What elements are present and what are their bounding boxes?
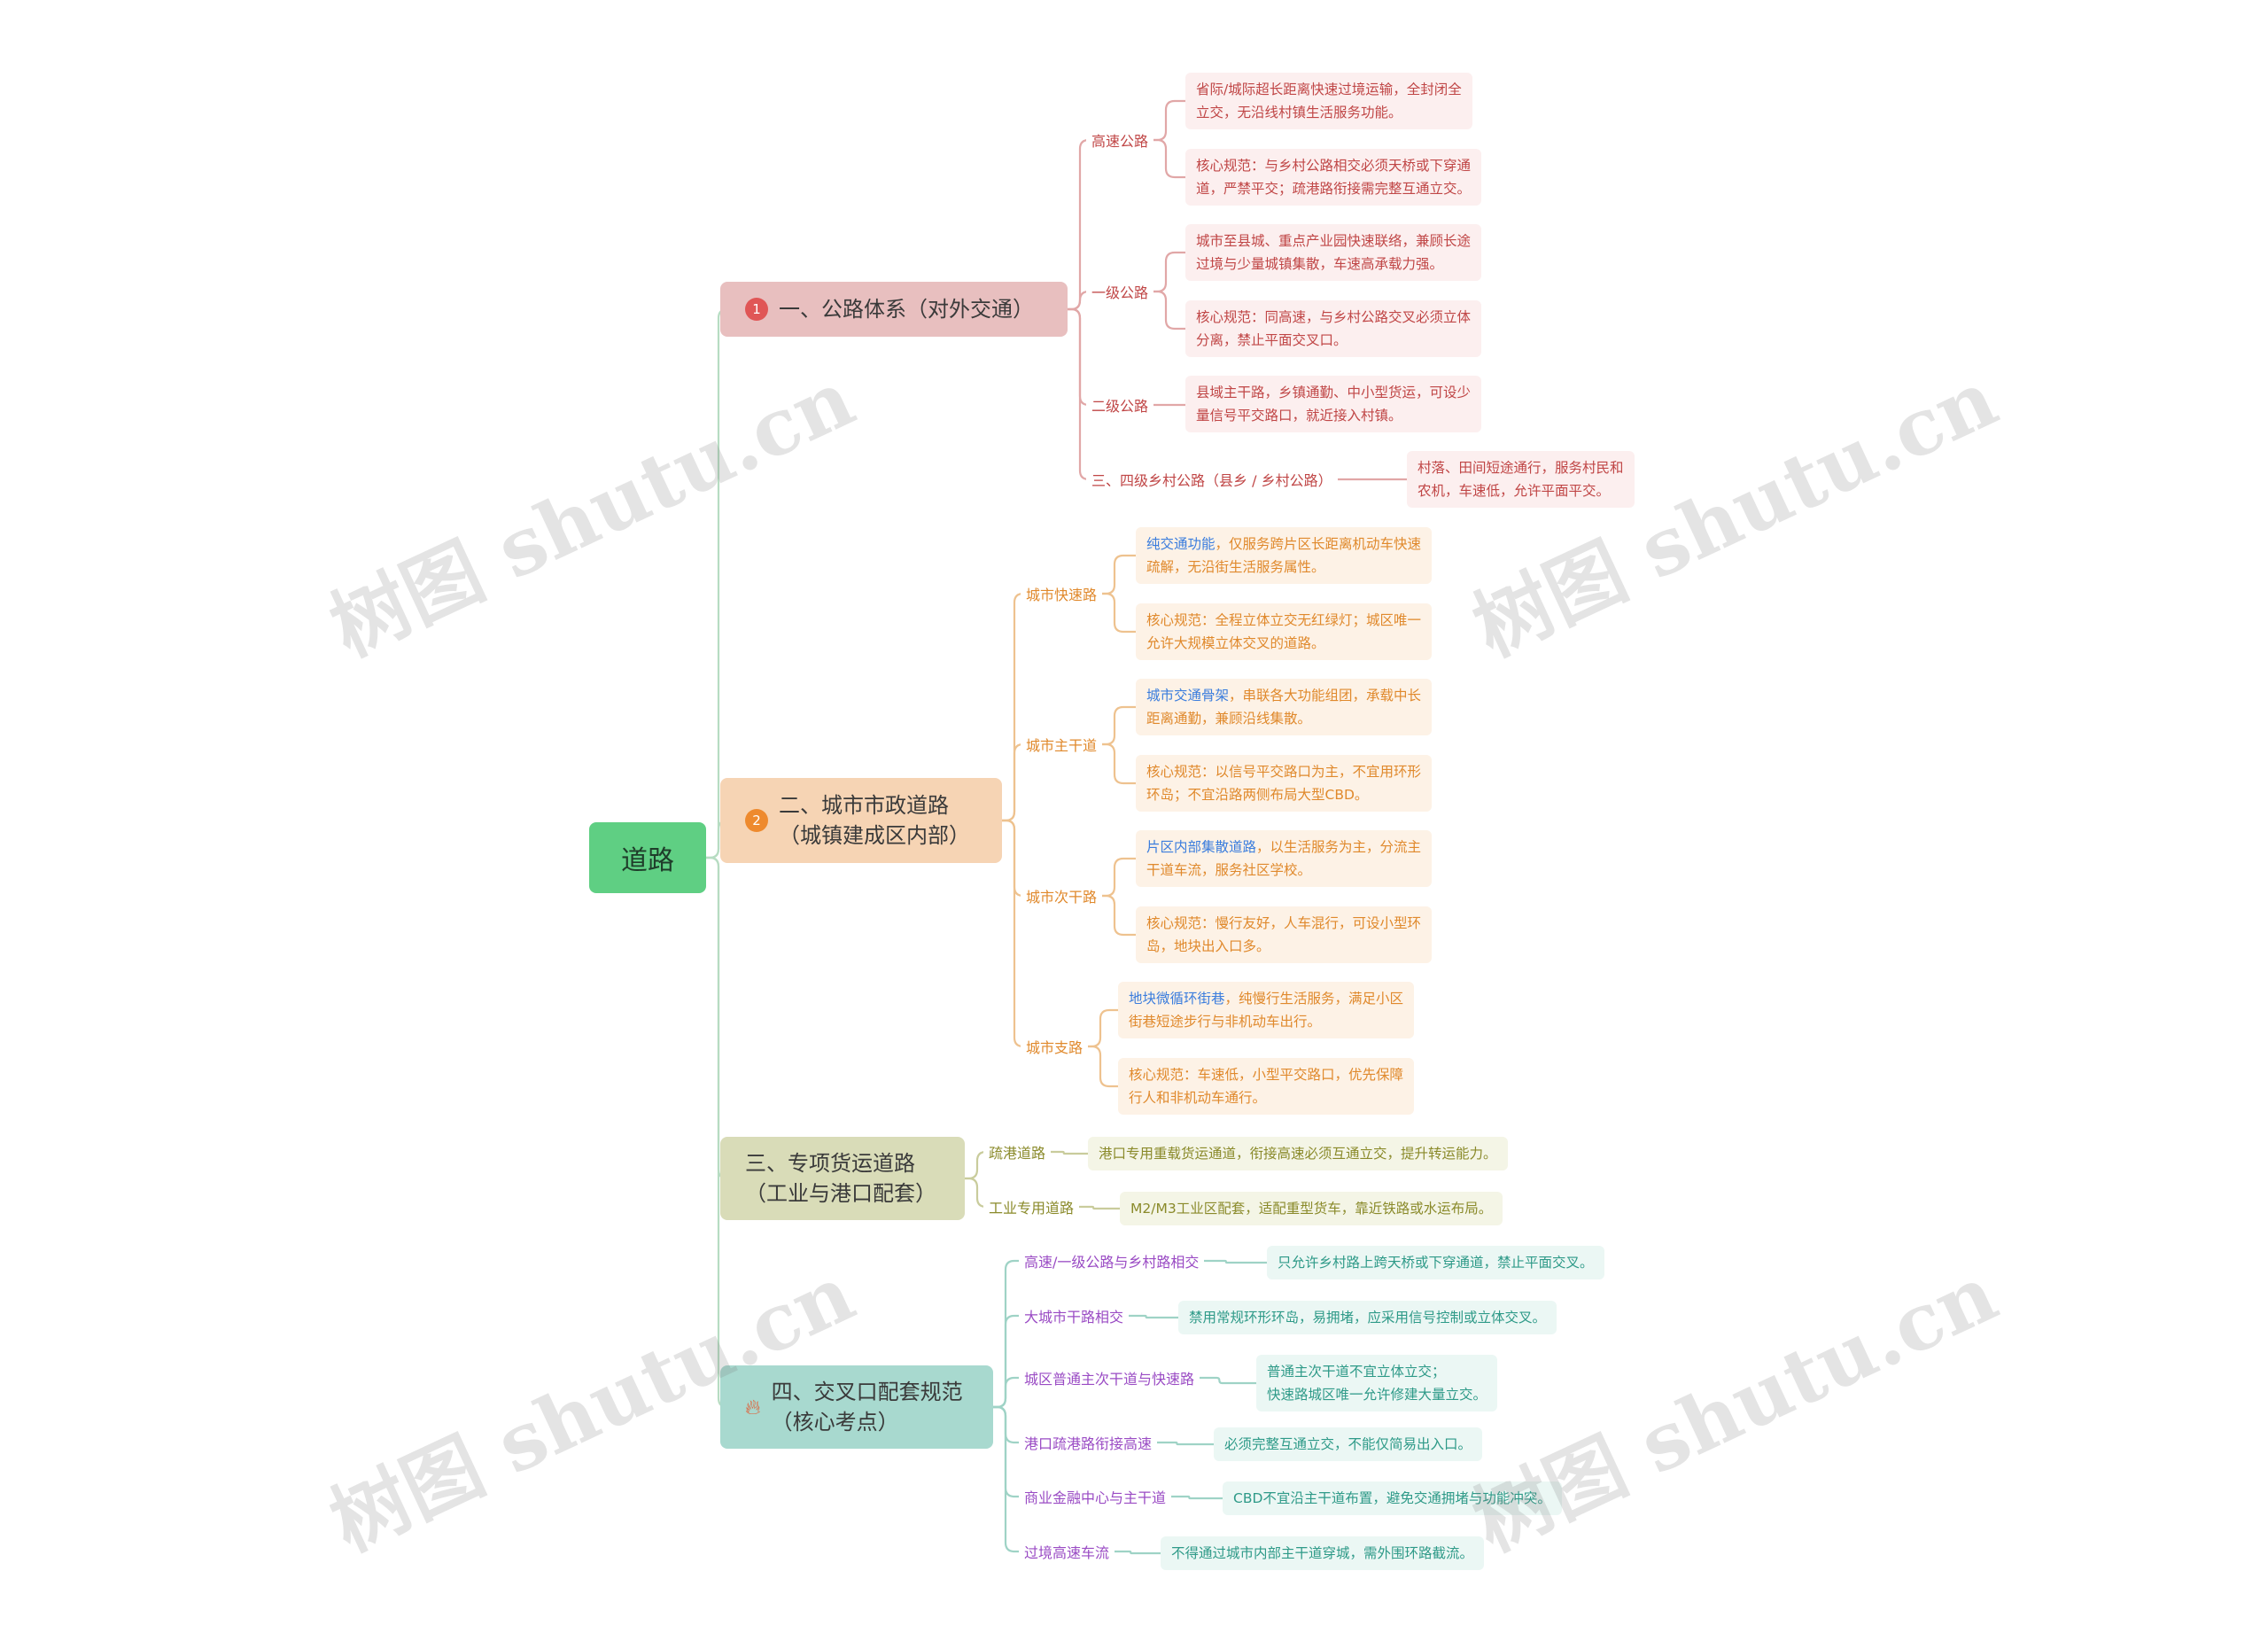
category-urban-expressway[interactable]: 城市快速路 xyxy=(1021,581,1103,606)
rule-cbd-and-arterial[interactable]: 商业金融中心与主干道 xyxy=(1019,1484,1172,1509)
leaf-connector xyxy=(1051,1150,1088,1155)
leaf-note: CBD不宜沿主干道布置，避免交通拥堵与功能冲突。 xyxy=(1223,1481,1562,1515)
leaf-connector xyxy=(1153,251,1185,293)
leaf-note: 城市至县城、重点产业园快速联络，兼顾长途 过境与少量城镇集散，车速高承载力强。 xyxy=(1185,224,1482,281)
leaf-note: 核心规范：慢行友好，人车混行，可设小型环 岛，地块出入口多。 xyxy=(1136,906,1433,963)
branch-label: 二、城市市政道路 （城镇建成区内部） xyxy=(779,793,970,848)
rule-port-road-to-expressway[interactable]: 港口疏港路衔接高速 xyxy=(1019,1430,1158,1455)
branch-connector xyxy=(965,1177,987,1209)
branch-connector xyxy=(1068,307,1090,407)
category-urban-secondary[interactable]: 城市次干路 xyxy=(1021,883,1103,908)
leaf-note: M2/M3工业区配套，适配重型货车，靠近铁路或水运布局。 xyxy=(1120,1192,1503,1225)
rule-through-traffic[interactable]: 过境高速车流 xyxy=(1019,1539,1115,1564)
category-expressway[interactable]: 高速公路 xyxy=(1086,128,1154,152)
category-urban-arterial[interactable]: 城市主干道 xyxy=(1021,732,1103,757)
leaf-note: 必须完整互通立交，不能仅简易出入口。 xyxy=(1214,1427,1483,1461)
leaf-connector xyxy=(1153,290,1185,330)
leaf-connector xyxy=(1102,705,1136,746)
leaf-connector xyxy=(1204,1259,1267,1264)
branch-urban-roads[interactable]: 2 二、城市市政道路 （城镇建成区内部） xyxy=(720,778,1002,863)
leaf-note: 只允许乡村路上跨天桥或下穿通道，禁止平面交叉。 xyxy=(1267,1246,1604,1279)
leaf-note: 纯交通功能，仅服务跨片区长距离机动车快速 疏解，无沿街生活服务属性。 xyxy=(1136,527,1433,584)
leaf-connector xyxy=(1129,1314,1178,1319)
leaf-note: 核心规范：同高速，与乡村公路交叉必须立体 分离，禁止平面交叉口。 xyxy=(1185,300,1482,357)
leaf-connector xyxy=(1157,1441,1214,1446)
leaf-note: 港口专用重载货运通道，衔接高速必须互通立交，提升转运能力。 xyxy=(1088,1137,1508,1170)
leaf-note: 普通主次干道不宜立体立交； 快速路城区唯一允许修建大量立交。 xyxy=(1256,1355,1498,1411)
leaf-keyword: 地块微循环街巷 xyxy=(1129,991,1225,1007)
root-node[interactable]: 道路 xyxy=(589,822,706,893)
leaf-connector xyxy=(1102,857,1136,898)
branch-connector xyxy=(1002,743,1024,822)
leaf-connector xyxy=(1088,1045,1118,1088)
branch-label: 一、公路体系（对外交通） xyxy=(779,297,1034,322)
root-connector xyxy=(706,856,728,1180)
leaf-connector xyxy=(1102,894,1136,937)
branch-connector xyxy=(1068,307,1090,481)
root-connector xyxy=(706,307,728,859)
leaf-note: 核心规范：与乡村公路相交必须天桥或下穿通 道，严禁平交；疏港路衔接需完整互通立交… xyxy=(1185,149,1482,206)
leaf-connector xyxy=(1102,592,1136,634)
leaf-note: 不得通过城市内部主干道穿城，需外围环路截流。 xyxy=(1161,1536,1485,1570)
leaf-note: 片区内部集散道路，以生活服务为主，分流主 干道车流，服务社区学校。 xyxy=(1136,830,1433,887)
leaf-connector xyxy=(1102,743,1136,785)
root-connector xyxy=(706,856,728,1409)
branch-label: 三、专项货运道路 （工业与港口配套） xyxy=(745,1151,936,1206)
category-class1-highway[interactable]: 一级公路 xyxy=(1086,279,1154,304)
branch-connector xyxy=(1002,592,1024,822)
leaf-connector xyxy=(1171,1495,1223,1500)
leaf-note: 地块微循环街巷，纯慢行生活服务，满足小区 街巷短途步行与非机动车出行。 xyxy=(1118,982,1415,1038)
branch-connector xyxy=(1002,819,1024,1048)
branch-connector xyxy=(1002,819,1024,898)
leaf-note: 城市交通骨架，串联各大功能组团，承载中长 距离通勤，兼顾沿线集散。 xyxy=(1136,679,1433,735)
leaf-keyword: 片区内部集散道路 xyxy=(1146,839,1257,855)
category-port-road[interactable]: 疏港道路 xyxy=(983,1139,1052,1164)
leaf-note: 县域主干路，乡镇通勤、中小型货运，可设少 量信号平交路口，就近接入村镇。 xyxy=(1185,376,1482,432)
number-badge-2: 2 xyxy=(745,809,768,832)
flame-icon: 🔥︎ xyxy=(745,1395,761,1419)
rule-major-arterial-crossing[interactable]: 大城市干路相交 xyxy=(1019,1303,1130,1328)
leaf-connector xyxy=(1102,554,1136,595)
root-label: 道路 xyxy=(621,845,674,876)
leaf-connector xyxy=(1200,1376,1256,1385)
branch-highway-system[interactable]: 1 一、公路体系（对外交通） xyxy=(720,282,1068,337)
branch-intersection-rules[interactable]: 🔥︎ 四、交叉口配套规范 （核心考点） xyxy=(720,1365,993,1449)
category-urban-branch[interactable]: 城市支路 xyxy=(1021,1034,1089,1059)
category-rural-roads[interactable]: 三、四级乡村公路（县乡 / 乡村公路） xyxy=(1086,467,1338,492)
rule-highway-rural-crossing[interactable]: 高速/一级公路与乡村路相交 xyxy=(1019,1248,1205,1273)
category-industrial-road[interactable]: 工业专用道路 xyxy=(983,1194,1080,1219)
leaf-note: 核心规范：以信号平交路口为主，不宜用环形 环岛；不宜沿路两侧布局大型CBD。 xyxy=(1136,755,1433,812)
leaf-connector xyxy=(1115,1550,1161,1555)
leaf-note: 省际/城际超长距离快速过境运输，全封闭全 立交，无沿线村镇生活服务功能。 xyxy=(1185,73,1472,129)
leaf-keyword: 城市交通骨架 xyxy=(1146,688,1230,704)
leaf-connector xyxy=(1153,138,1185,179)
number-badge-1: 1 xyxy=(745,298,768,321)
rule-arterial-vs-expressway[interactable]: 城区普通主次干道与快速路 xyxy=(1019,1365,1200,1390)
leaf-note: 村落、田间短途通行，服务村民和 农机，车速低，允许平面平交。 xyxy=(1407,451,1635,508)
leaf-note: 核心规范：车速低，小型平交路口，优先保障 行人和非机动车通行。 xyxy=(1118,1058,1415,1115)
leaf-note: 禁用常规环形环岛，易拥堵，应采用信号控制或立体交叉。 xyxy=(1178,1301,1557,1334)
category-class2-highway[interactable]: 二级公路 xyxy=(1086,393,1154,417)
leaf-connector xyxy=(1079,1205,1120,1210)
branch-connector xyxy=(993,1376,1019,1409)
branch-freight-roads[interactable]: 三、专项货运道路 （工业与港口配套） xyxy=(720,1137,965,1220)
leaf-connector xyxy=(1153,99,1185,142)
leaf-keyword: 纯交通功能 xyxy=(1146,536,1216,552)
leaf-connector xyxy=(1088,1008,1118,1048)
branch-label: 四、交叉口配套规范 （核心考点） xyxy=(771,1380,963,1435)
branch-connector xyxy=(993,1405,1019,1553)
leaf-note: 核心规范：全程立体立交无红绿灯；城区唯一 允许大规模立体交叉的道路。 xyxy=(1136,603,1433,660)
